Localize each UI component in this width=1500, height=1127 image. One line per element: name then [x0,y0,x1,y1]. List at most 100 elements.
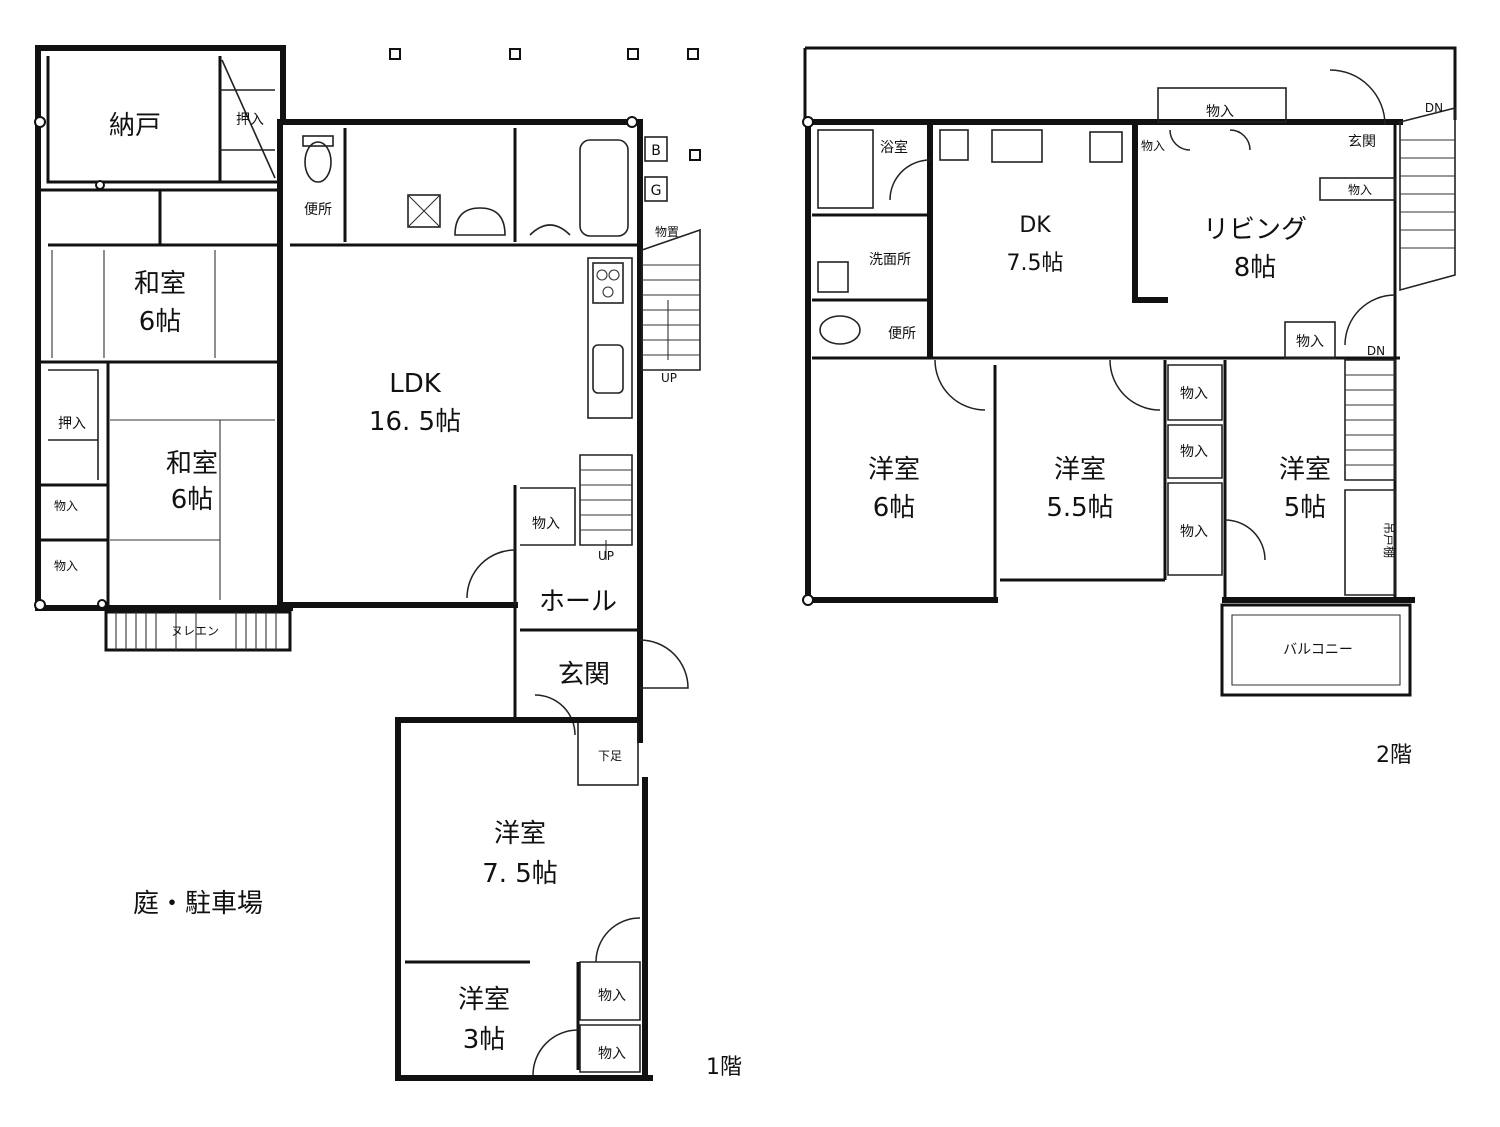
column-post [626,116,638,128]
label-monoire-top: 物入 [1206,104,1234,120]
closet-detail [48,369,99,480]
room-size-living: 8帖 [1234,253,1277,283]
closet-detail [579,961,641,1073]
room-size-yoshitsu-75: 7. 5帖 [482,859,558,889]
column-post [34,116,46,128]
label-up-kitchen-stair: UP [661,371,677,385]
label-oshiire-left: 押入 [58,416,86,432]
door-swing [534,694,576,736]
label-dn-stair-top: DN [1425,101,1443,115]
room-label-living: リビング [1203,215,1307,245]
closet-detail [1167,364,1223,576]
label-monoire-left-1: 物入 [54,499,78,513]
door-swing [934,359,986,411]
kitchen-counter [587,257,633,419]
closet-detail [220,59,276,179]
stair-treads [580,469,632,531]
door-swing [889,159,931,201]
column-post [34,599,46,611]
washbasin-icon [454,207,506,236]
stair-treads [1400,139,1455,249]
closet-detail [520,487,576,546]
label-genkan-2f: 玄関 [1348,133,1376,150]
washing-machine-icon [407,194,441,228]
label-up-hall-stair: UP [598,549,614,563]
kitchen-sink-icon [991,129,1043,163]
washbasin-icon [817,261,849,293]
washing-machine-icon [407,194,441,228]
label-monoire-c3: 物入 [1180,524,1208,540]
label-engawa: ヌレエン [171,624,219,638]
label-oshiire-top: 押入 [236,112,264,128]
column-post [95,180,105,190]
room-label-nando: 納戸 [109,111,161,141]
room-label-dk: DK [1019,213,1051,238]
column-post [687,48,699,60]
column-post [97,599,107,609]
label-monoire-room-2: 物入 [598,1046,626,1062]
door-swing [595,917,641,963]
label-yokushitsu: 浴室 [880,139,908,156]
label-monoire-top-2: 物入 [1141,139,1165,153]
closet-detail [1284,321,1336,359]
bath-chair-icon [529,224,571,236]
door-swing [532,1029,579,1076]
column-post [689,149,701,161]
label-benjo-1f: 便所 [304,202,332,218]
door-swing [1109,359,1161,411]
door-swing [639,639,689,689]
stair-treads [1345,374,1395,466]
label-monoire-c2: 物入 [1180,444,1208,460]
door-swing [1344,294,1396,346]
balcony-outline [1220,603,1412,697]
room-label-yoshitsu-6: 洋室 [868,455,920,485]
staircase [1399,106,1456,292]
column-post [389,48,401,60]
door-swing [1224,519,1266,561]
b-box [644,136,668,162]
closet-detail [1157,87,1287,123]
room-label-ldk: LDK [389,369,442,399]
room-label-washitsu-2: 和室 [166,449,218,479]
floor2-caption: 2階 [1376,743,1412,768]
wall [46,56,278,184]
stair-treads [642,264,700,356]
door-swing [466,549,516,599]
label-balcony: バルコニー [1283,642,1353,658]
room-label-yoshitsu-3: 洋室 [458,985,510,1015]
room-label-washitsu-1: 和室 [134,269,186,299]
stove-icon [1089,131,1123,163]
tatami-line [110,419,275,600]
roof-outline [805,46,1457,120]
toilet-icon [304,141,332,183]
staircase [1344,359,1396,481]
label-monoire-left-2: 物入 [54,559,78,573]
burner-icon [608,269,620,281]
room-size-washitsu-1: 6帖 [139,307,182,337]
outdoor-label: 庭・駐車場 [133,889,263,919]
room-label-yoshitsu-55: 洋室 [1054,455,1106,485]
wall [1132,119,1168,303]
column-post [627,48,639,60]
washing-machine-icon [939,129,969,161]
bathtub-icon [579,139,629,237]
label-monoire-hall: 物入 [532,516,560,532]
room-label-genkan: 玄関 [558,660,610,690]
room-size-dk: 7.5帖 [1007,251,1064,276]
label-dn-stair-right: DN [1367,344,1385,358]
closet-detail [1344,489,1396,596]
floor1-plan [34,45,701,1081]
bathtub-icon [817,129,874,209]
column-post [802,594,814,606]
room-size-yoshitsu-5: 5帖 [1284,493,1327,523]
engawa-slats [115,612,277,650]
label-tsuridana: 吊戸棚 [1382,522,1397,558]
g-box [644,176,668,202]
floor2-plan [802,46,1457,697]
wall [35,45,286,125]
label-monoire-room-1: 物入 [598,988,626,1004]
stove-icon [592,262,624,304]
door-swing [1169,129,1251,151]
label-monoire-c1: 物入 [1180,386,1208,402]
